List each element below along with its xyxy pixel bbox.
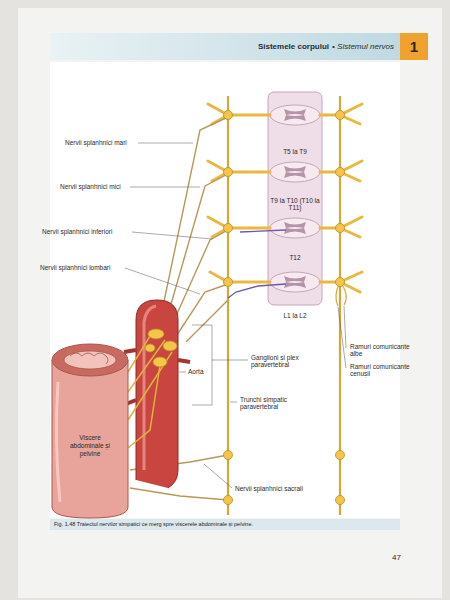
sympathetic-trunk <box>228 96 340 515</box>
nerve-label: Nervii splanhnici lombari <box>40 264 110 271</box>
figure-ground <box>50 62 400 518</box>
structure-label: Ramuri comunicante albe <box>350 343 412 358</box>
segment-label-box: T12 <box>270 254 320 261</box>
aorta <box>136 300 178 488</box>
prevertebral-ganglia <box>145 329 177 367</box>
structure-label: Aorta <box>188 368 204 375</box>
structure-label-box: Ramuri comunicante albe <box>350 343 412 358</box>
structure-label-box: Ganglioni și plex paravertebral <box>251 354 317 369</box>
segment-label-box: T9 la T10 (T10 la T11) <box>270 197 320 212</box>
segment-label: T9 la T10 (T10 la T11) <box>270 197 320 212</box>
segment-label-box: T5 la T9 <box>270 148 320 155</box>
structure-label: Ramuri comunicante cenușii <box>350 363 412 378</box>
chapter-tab: 1 <box>400 33 428 60</box>
preganglionic-fibres <box>228 230 286 298</box>
viscera-outline <box>50 342 130 520</box>
nerve-label: Nervii splanhnici mici <box>60 183 121 190</box>
node-subtitle: • Sistemul nervos <box>332 42 394 51</box>
nerve-label: Nervii splanhnici sacrali <box>235 485 303 492</box>
prevertebral-plexus <box>128 336 172 448</box>
nerve-label-box: Nervii splanhnici sacrali <box>235 485 303 492</box>
spinal-cord <box>268 92 322 305</box>
header-band: Sistemele corpului• Sistemul nervos <box>50 33 400 60</box>
segment-label: L1 la L2 <box>272 312 318 319</box>
segment-label: T12 <box>270 254 320 261</box>
nerve-label-box: Nervii splanhnici lombari <box>40 264 110 271</box>
nerve-label-box: Nervii splanhnici mari <box>65 139 127 146</box>
segment-label-box: L1 la L2 <box>272 312 318 319</box>
structure-label: Trunchi simpatic paravertebral <box>240 396 312 411</box>
caption-band: Fig. 1.48 Traiectul nervilor simpatici c… <box>50 519 400 530</box>
paper <box>18 8 442 598</box>
nerve-label-box: Nervii splanhnici inferiori <box>42 228 112 235</box>
structure-label-box: Ramuri comunicante cenușii <box>350 363 412 378</box>
structure-label-box: Aorta <box>188 368 204 375</box>
nerve-label-box: Nervii splanhnici mici <box>60 183 121 190</box>
leader-lines <box>125 143 346 488</box>
node-title: Sistemele corpului <box>258 42 329 51</box>
structure-label-box: Trunchi simpatic paravertebral <box>240 396 312 411</box>
structure-label: Ganglioni și plex paravertebral <box>251 354 317 369</box>
node-title: 1 <box>410 38 418 55</box>
node-title: Viscere abdominale și pelvine <box>62 434 118 457</box>
nerve-label: Nervii splanhnici mari <box>65 139 127 146</box>
page-number: 47 <box>392 553 401 562</box>
viscera-tube: Viscere abdominale și pelvine <box>50 342 130 520</box>
cord-sections <box>270 105 320 292</box>
aorta-branches <box>124 350 190 404</box>
nerve-label: Nervii splanhnici inferiori <box>42 228 112 235</box>
trunk-ganglia <box>224 111 345 505</box>
page-number-box: 47 <box>392 553 401 562</box>
figure-caption: Fig. 1.48 Traiectul nervilor simpatici c… <box>54 521 396 528</box>
segment-label: T5 la T9 <box>270 148 320 155</box>
